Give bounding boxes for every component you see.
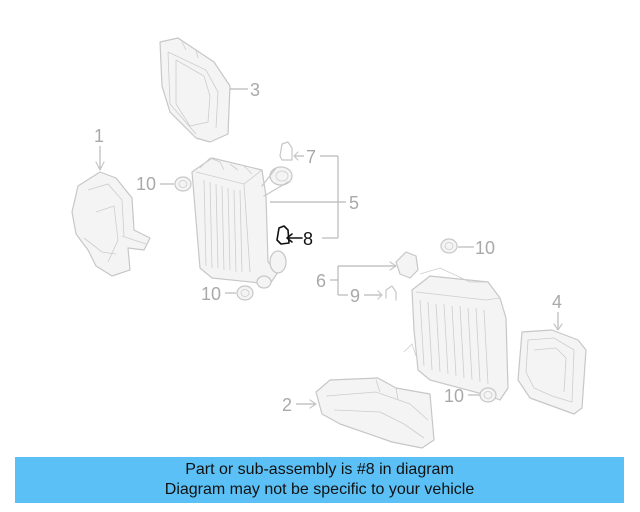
- callout-2: 2: [282, 395, 292, 415]
- callout-4: 4: [552, 292, 562, 312]
- bolt-10-a: [174, 176, 192, 192]
- callout-10-c: 10: [475, 238, 495, 258]
- callout-7: 7: [306, 147, 316, 167]
- bolt-10-d: [479, 387, 497, 403]
- banner-line-2: Diagram may not be specific to your vehi…: [164, 481, 475, 498]
- bolt-10-b: [236, 285, 254, 301]
- parts-diagram: 3 1 10 7 5 8: [71, 37, 587, 449]
- part-1-air-duct: [71, 171, 151, 277]
- part-6-intercooler-right: [395, 251, 509, 401]
- banner-line-1: Part or sub-assembly is #8 in diagram: [185, 461, 454, 478]
- part-2-air-duct: [315, 377, 435, 449]
- info-banner: Part or sub-assembly is #8 in diagram Di…: [15, 457, 624, 503]
- callout-6: 6: [316, 271, 326, 291]
- part-3-shroud: [159, 37, 231, 143]
- callout-10-d: 10: [444, 386, 464, 406]
- callout-10-a: 10: [136, 174, 156, 194]
- callout-8: 8: [303, 229, 313, 249]
- part-4-shroud: [517, 329, 587, 415]
- part-5-intercooler-left: [191, 157, 293, 289]
- callout-9: 9: [350, 286, 360, 306]
- callout-10-b: 10: [201, 284, 221, 304]
- callout-3: 3: [250, 80, 260, 100]
- bolt-10-c: [440, 238, 458, 254]
- callout-1: 1: [94, 126, 104, 146]
- part-9-clip: [385, 285, 397, 301]
- part-7-clamp: [279, 141, 293, 161]
- callout-5: 5: [349, 193, 359, 213]
- part-8-seal-highlighted: [276, 225, 303, 245]
